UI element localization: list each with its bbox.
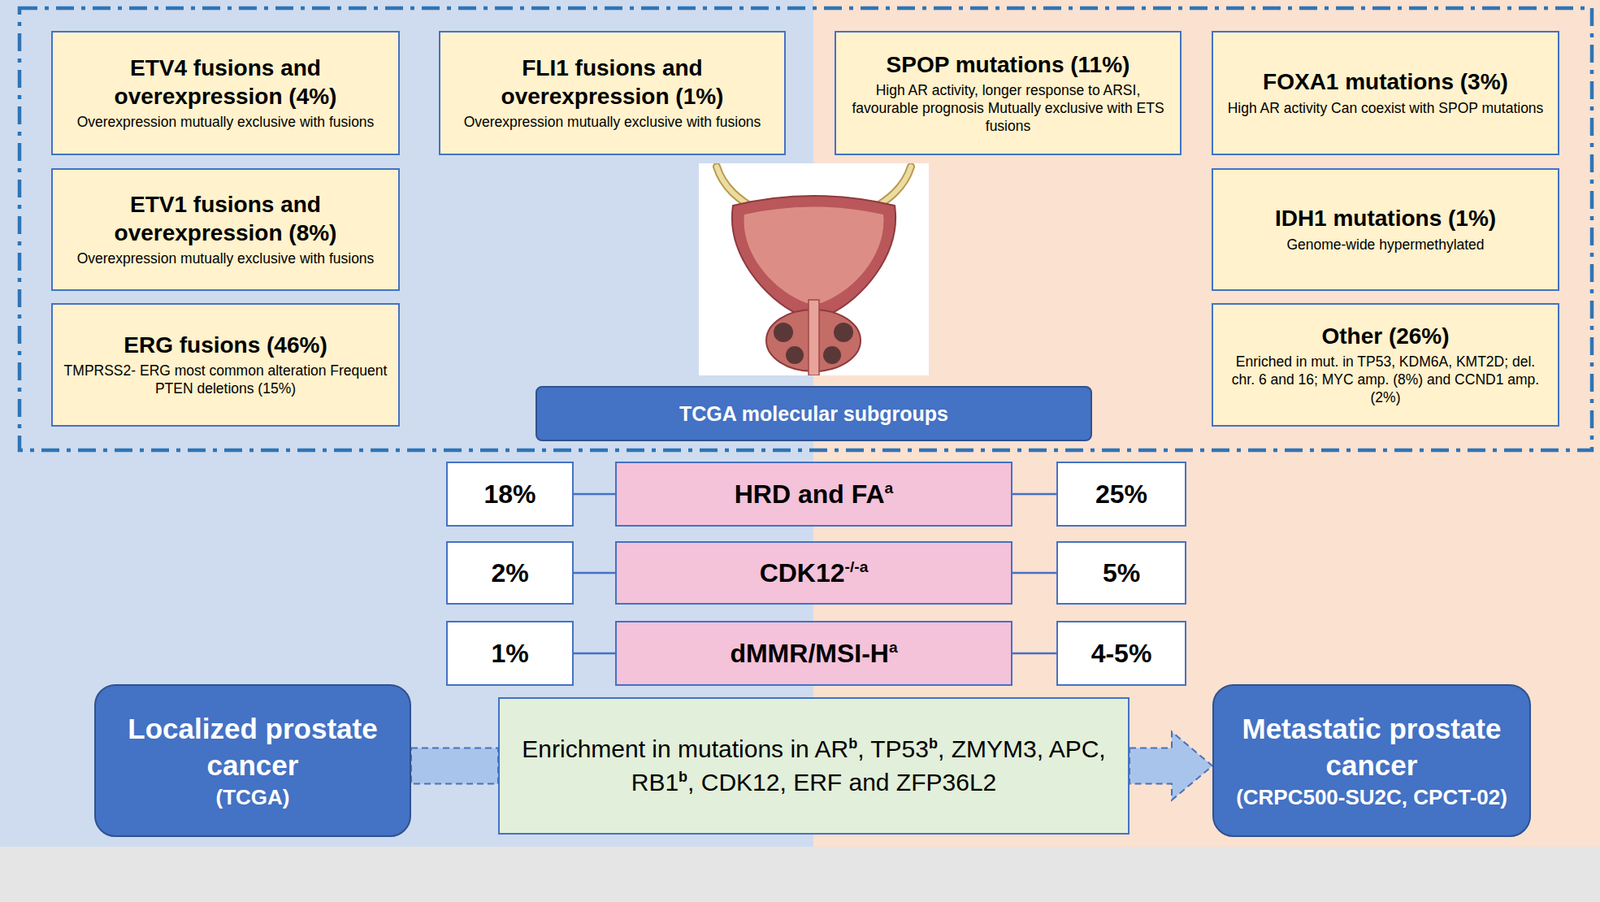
superscript: b xyxy=(928,735,938,752)
node-text: HRD and FA xyxy=(734,479,885,509)
subgroup-box: FOXA1 mutations (3%) High AR activity Can… xyxy=(1211,30,1560,156)
connector-line xyxy=(573,572,616,575)
node-heading: FOXA1 mutations (3%) xyxy=(1262,68,1509,96)
connector-line xyxy=(573,493,616,496)
node-body: Enriched in mut. in TP53, KDM6A, KMT2D; … xyxy=(1222,353,1548,408)
node-heading: Localized prostate cancer xyxy=(107,710,399,785)
node-text: CDK12 xyxy=(759,558,846,588)
node-body: Overexpression mutually exclusive with f… xyxy=(463,113,762,132)
superscript: a xyxy=(888,638,898,656)
node-heading: 5% xyxy=(1102,558,1141,589)
subgroup-box: SPOP mutations (11%) High AR activity, lo… xyxy=(834,30,1182,156)
stage-box: Localized prostate cancer(TCGA) xyxy=(94,684,412,837)
node-heading: ETV1 fusions and overexpression (8%) xyxy=(62,190,389,247)
node-body: (CRPC500-SU2C, CPCT-02) xyxy=(1235,784,1508,812)
subgroup-box: FLI1 fusions and overexpression (1%) Over… xyxy=(438,30,786,156)
percent-box: 2% xyxy=(446,541,574,605)
bottom-strip xyxy=(0,846,1600,902)
subgroup-box: ETV4 fusions and overexpression (4%) Over… xyxy=(51,30,400,156)
node-heading: 1% xyxy=(490,638,529,669)
stage-box: Metastatic prostate cancer(CRPC500-SU2C,… xyxy=(1212,684,1531,837)
subgroup-box: IDH1 mutations (1%) Genome-wide hypermeth… xyxy=(1211,168,1560,291)
enrichment-box: Enrichment in mutations in ARb, TP53b, Z… xyxy=(498,697,1130,835)
node-body: (TCGA) xyxy=(216,784,291,812)
block-arrow xyxy=(411,748,499,785)
node-heading: 2% xyxy=(490,558,529,589)
node-heading: FLI1 fusions and overexpression (1%) xyxy=(450,54,775,110)
superscript: b xyxy=(678,768,688,785)
subgroup-box: ETV1 fusions and overexpression (8%) Over… xyxy=(51,168,400,291)
alteration-box: CDK12-/-a xyxy=(615,541,1013,605)
superscript: b xyxy=(848,735,858,752)
node-heading: IDH1 mutations (1%) xyxy=(1274,204,1496,233)
node-heading: 4-5% xyxy=(1091,638,1153,669)
node-heading: Other (26%) xyxy=(1321,322,1449,351)
alteration-box: dMMR/MSI-Ha xyxy=(615,620,1013,686)
node-body: Genome-wide hypermethylated xyxy=(1286,236,1484,255)
node-heading: ERG fusions (46%) xyxy=(123,331,327,360)
superscript: -/- xyxy=(845,558,860,576)
connector-line xyxy=(573,652,616,655)
node-heading: ETV4 fusions and overexpression (4%) xyxy=(62,54,389,110)
node-text: , TP53 xyxy=(857,735,929,763)
node-heading: Metastatic prostate cancer xyxy=(1225,710,1518,785)
node-body: TMPRSS2- ERG most common alteration Freq… xyxy=(62,362,389,399)
prostate-illustration xyxy=(698,163,929,376)
node-text: , CDK12, ERF and ZFP36L2 xyxy=(687,768,997,796)
node-text: dMMR/MSI-H xyxy=(729,638,889,668)
subgroup-box: Other (26%)Enriched in mut. in TP53, KDM… xyxy=(1211,303,1560,427)
percent-box: 5% xyxy=(1056,541,1187,605)
subgroup-box: ERG fusions (46%)TMPRSS2- ERG most commo… xyxy=(51,303,400,427)
node-heading: 25% xyxy=(1095,479,1148,510)
connector-line xyxy=(1012,493,1057,496)
percent-box: 25% xyxy=(1056,461,1187,527)
text-line: CDK12-/-a xyxy=(759,558,869,589)
node-text: Enrichment in mutations in AR xyxy=(521,735,849,763)
group-frame xyxy=(19,8,1592,451)
alteration-box: HRD and FAa xyxy=(615,461,1013,527)
text-line: dMMR/MSI-Ha xyxy=(729,638,898,669)
text-line: HRD and FAa xyxy=(734,479,894,510)
percent-box: 4-5% xyxy=(1056,620,1187,686)
node-body: Overexpression mutually exclusive with f… xyxy=(77,250,375,269)
node-body: High AR activity Can coexist with SPOP m… xyxy=(1227,99,1544,118)
superscript: a xyxy=(884,479,894,497)
node-heading: 18% xyxy=(483,479,536,510)
section-header: TCGA molecular subgroups xyxy=(535,385,1093,442)
percent-box: 1% xyxy=(446,620,574,686)
node-body: High AR activity, longer response to ARS… xyxy=(845,82,1171,136)
connector-line xyxy=(1012,652,1057,655)
node-heading: SPOP mutations (11%) xyxy=(886,51,1131,79)
node-body: Overexpression mutually exclusive with f… xyxy=(77,113,375,132)
connector-line xyxy=(1012,572,1057,575)
node-heading: TCGA molecular subgroups xyxy=(679,402,949,426)
block-arrow xyxy=(1129,732,1213,801)
superscript: a xyxy=(859,558,869,576)
percent-box: 18% xyxy=(446,461,574,527)
text-line: Enrichment in mutations in ARb, TP53b, Z… xyxy=(515,732,1112,799)
